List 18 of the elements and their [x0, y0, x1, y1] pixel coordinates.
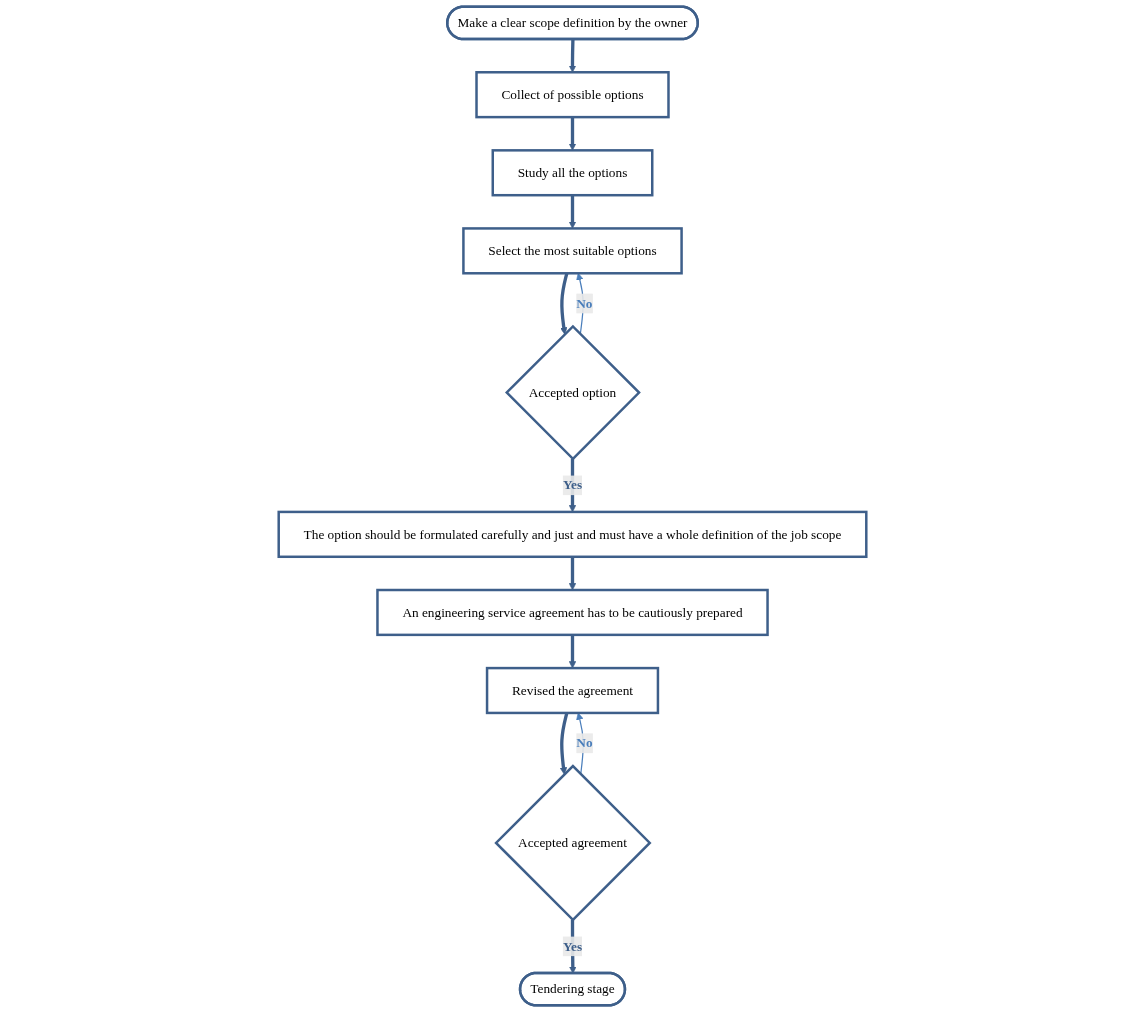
node-box: The option should be formulated carefully and just and must have a whole definition of the job scope: [277, 510, 868, 559]
node-box: Revised the agreement: [485, 666, 660, 715]
node-box: An engineering service agreement has to be cautiously prepared: [376, 588, 769, 637]
arrow: [568, 634, 577, 669]
node-box: Select the most suitable options: [462, 227, 683, 275]
arrow: [568, 117, 577, 151]
edge-label: Yes: [562, 938, 583, 954]
node-diamond: Accepted option: [505, 324, 641, 461]
arrow: [559, 712, 569, 775]
arrow: [568, 195, 577, 229]
arrow: [568, 39, 577, 73]
node-diamond: Accepted agreement: [494, 764, 652, 922]
edge-label: Yes: [562, 477, 583, 492]
edge-label: No: [576, 735, 593, 750]
node-box: Study all the options: [491, 149, 654, 197]
arrow: [568, 556, 577, 591]
node-box: Collect of possible options: [475, 71, 670, 119]
edge-label: No: [576, 295, 593, 311]
